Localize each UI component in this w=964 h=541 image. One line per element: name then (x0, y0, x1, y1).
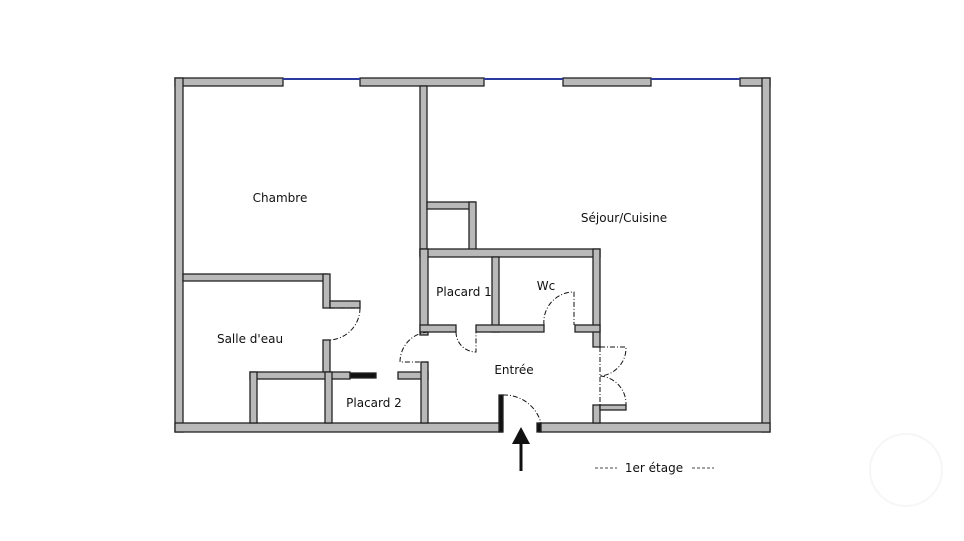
outer-wall-bottom-1 (174, 422, 503, 433)
watermark-logo (869, 433, 943, 507)
wall-block-bottom-2 (475, 324, 545, 333)
wall-block-bottom-1 (419, 324, 457, 333)
wall-salle-right-lower (322, 339, 331, 375)
room-labels: Chambre Séjour/Cuisine Placard 1 Wc Sall… (217, 191, 667, 410)
door-salle-eau (329, 307, 361, 341)
wall-closets-top (249, 371, 351, 380)
door-sejour-lower (599, 375, 627, 406)
outer-wall-bottom-2 (539, 422, 771, 433)
entry-arrow (512, 427, 530, 471)
wall-chambre-sejour (419, 85, 428, 257)
room-label-salle-eau: Salle d'eau (217, 332, 283, 346)
outer-wall-top-3 (562, 77, 652, 87)
outer-wall-top-2 (359, 77, 485, 87)
walls (174, 77, 771, 433)
entry-arrow-head (512, 427, 530, 444)
wall-nook-top (426, 201, 476, 210)
wall-placard1-left (419, 248, 429, 336)
floor-label: 1er étage (625, 461, 683, 475)
wall-closet-left (249, 371, 258, 424)
room-label-wc: Wc (537, 279, 555, 293)
wall-block-top (419, 248, 601, 258)
outer-wall-top-1 (174, 77, 284, 87)
wall-closet-mid (324, 371, 333, 424)
wall-placard1-wc (491, 256, 500, 333)
outer-wall-left (174, 77, 184, 433)
wall-entree-stub (599, 404, 627, 411)
room-label-entree: Entrée (494, 363, 533, 377)
wall-block-bottom-3 (574, 324, 601, 333)
wall-placard2-top-dark (349, 372, 377, 379)
door-jamb-right (536, 422, 542, 433)
room-label-chambre: Chambre (253, 191, 308, 205)
room-label-sejour: Séjour/Cuisine (581, 211, 667, 225)
door-jamb-left (498, 394, 504, 433)
wall-chambre-bottom (182, 273, 328, 282)
door-entry (502, 394, 542, 424)
watermark-circle (869, 433, 943, 507)
door-placard1 (455, 331, 477, 353)
door-wc (543, 291, 575, 326)
wall-entree-right-lower (592, 404, 601, 424)
door-closet-entree (399, 331, 429, 363)
wall-salle-right-upper (322, 273, 331, 309)
floor-legend: 1er étage (595, 461, 714, 475)
door-sejour-upper (599, 346, 627, 377)
room-label-placard1: Placard 1 (436, 285, 492, 299)
wall-placard2-right (420, 361, 429, 424)
wall-wc-right (592, 248, 601, 348)
wall-nook-right (468, 201, 477, 257)
wall-salle-right-upper-stub (329, 300, 361, 309)
door-swings (329, 291, 627, 424)
outer-wall-right (761, 77, 771, 433)
room-label-placard2: Placard 2 (346, 396, 402, 410)
